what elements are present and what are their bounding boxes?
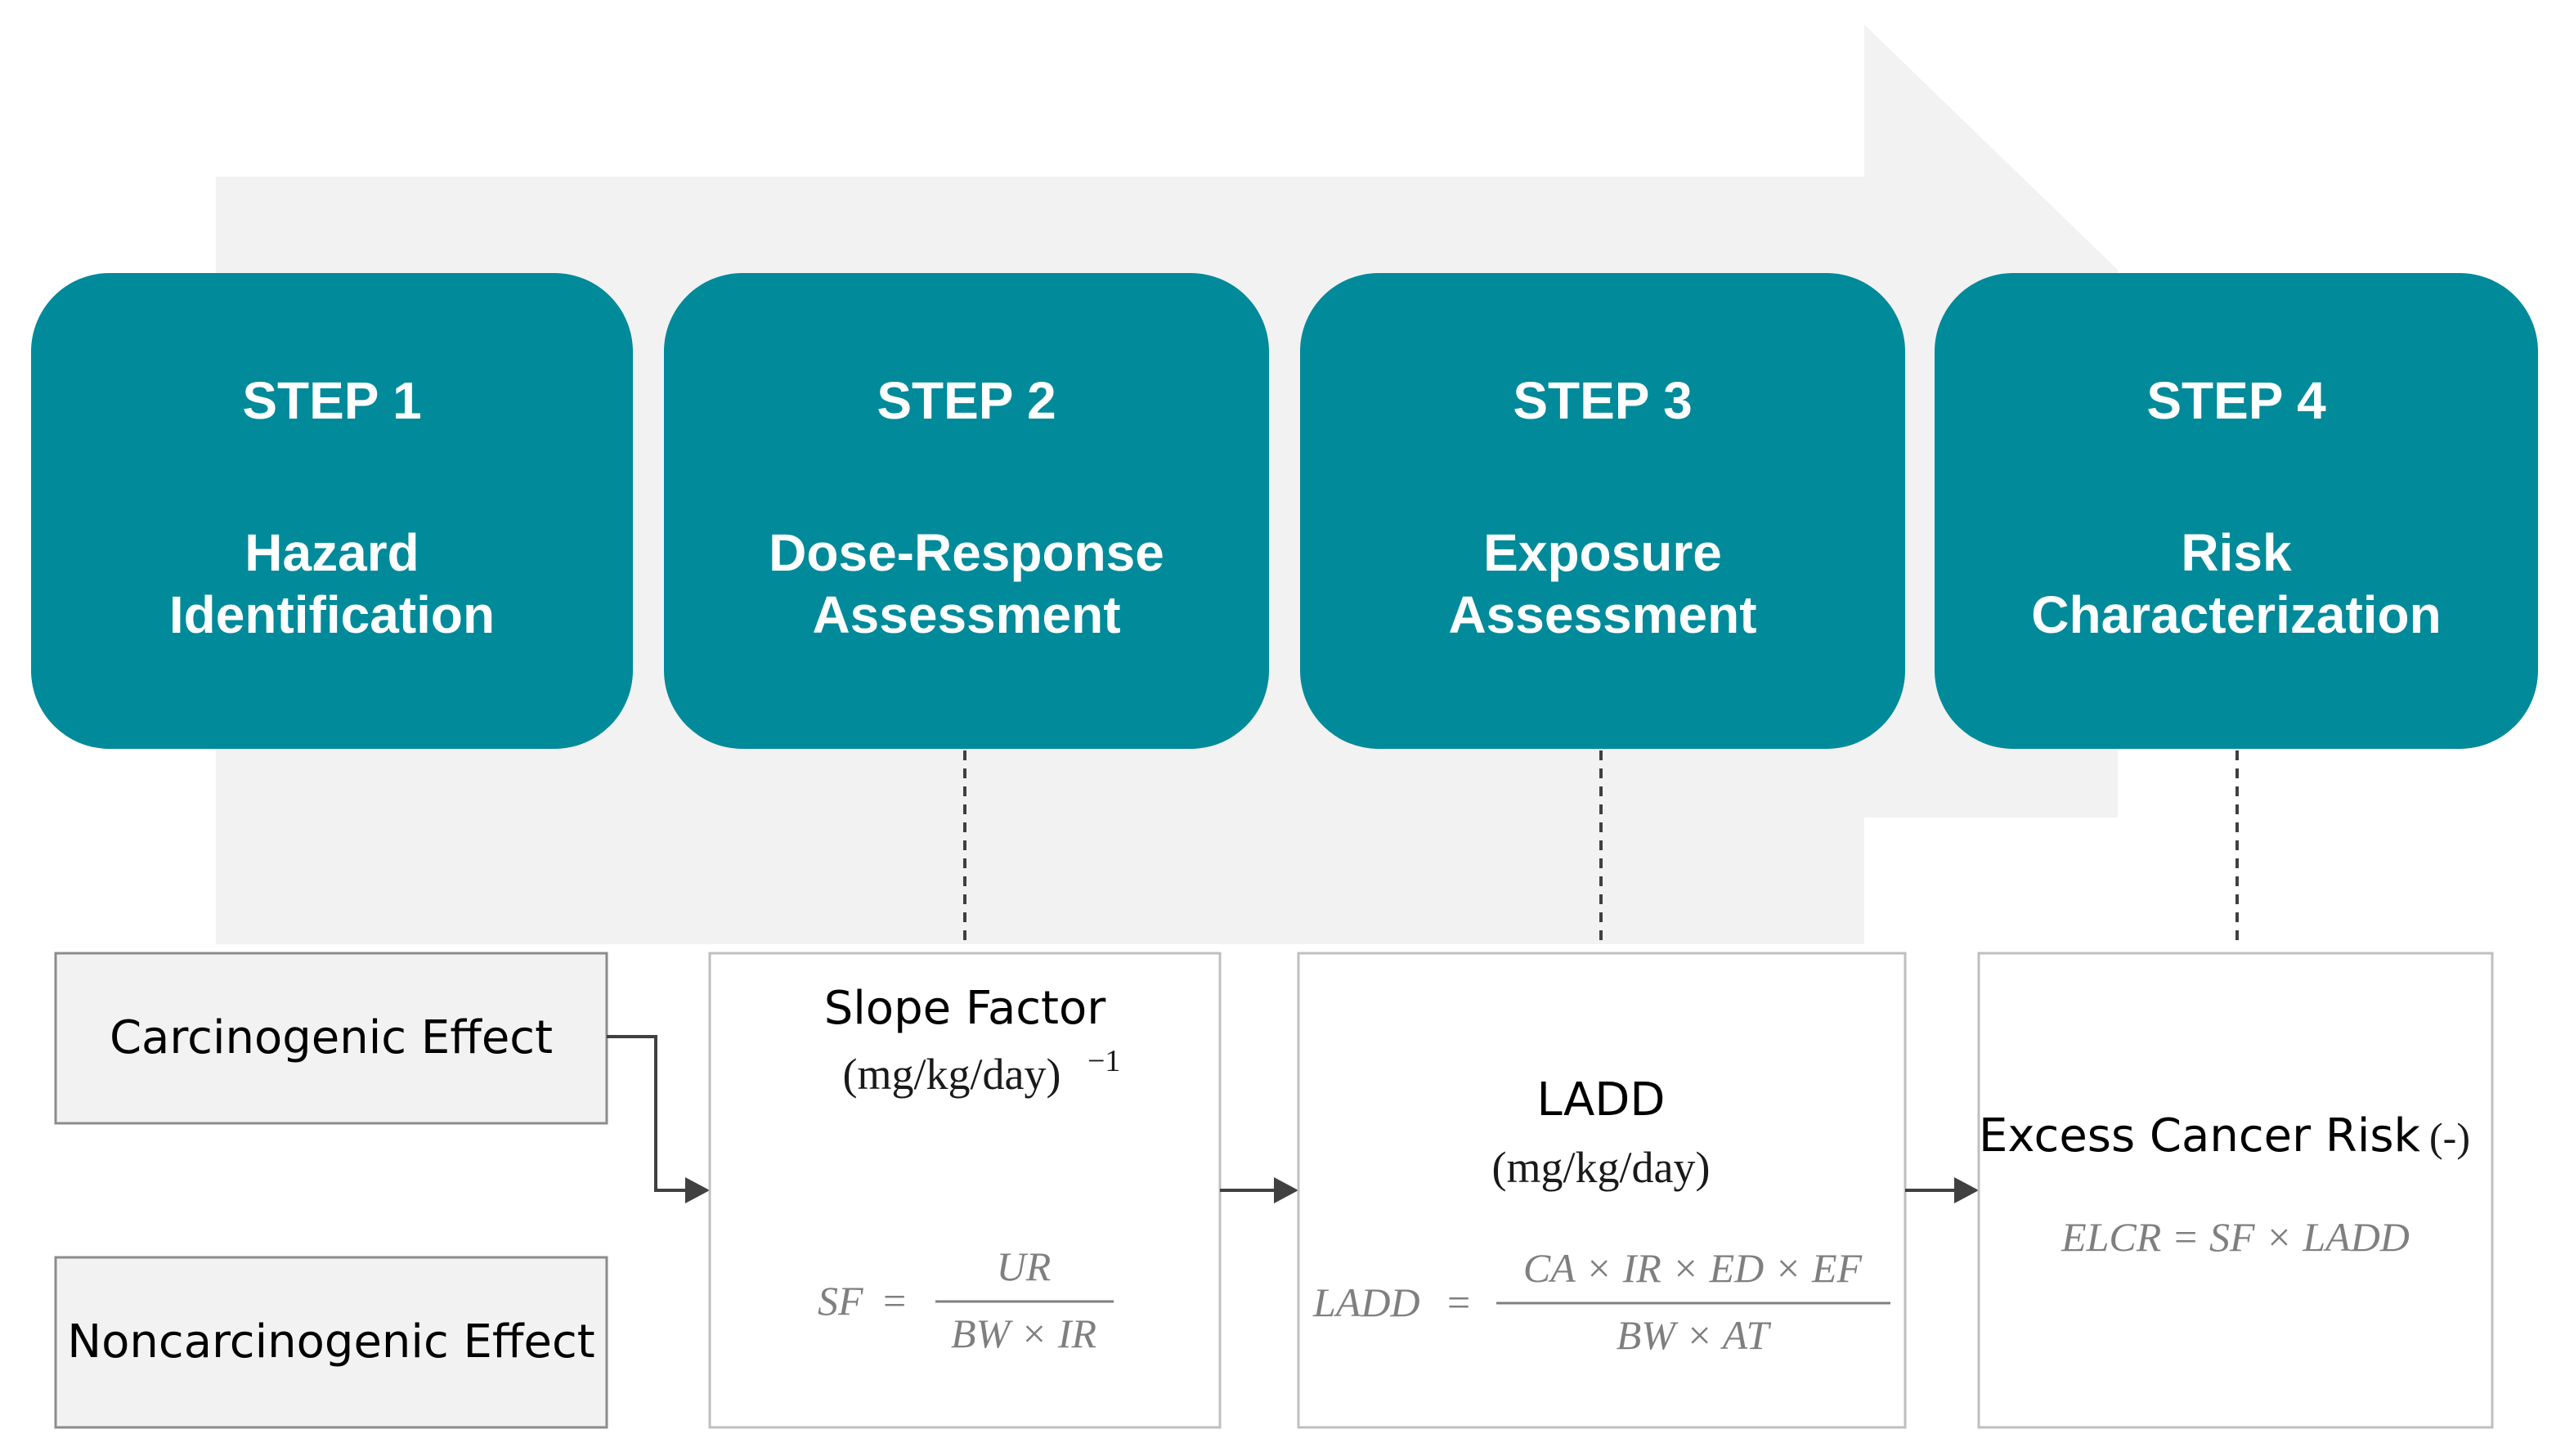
carcinogenic-effect-box: Carcinogenic Effect xyxy=(54,952,608,1125)
step-2-name-line1: Dose-Response xyxy=(769,523,1164,582)
slope-factor-formula-denominator: BW × IR xyxy=(951,1310,1096,1356)
slope-factor-formula-numerator: UR xyxy=(997,1243,1052,1289)
ladd-formula-equals: = xyxy=(1447,1279,1470,1325)
elcr-formula: ELCR = SF × LADD xyxy=(2061,1214,2410,1260)
step-1-name-line1: Hazard xyxy=(244,523,419,582)
noncarcinogenic-effect-label: Noncarcinogenic Effect xyxy=(67,1315,594,1369)
ladd-title: LADD xyxy=(1536,1073,1665,1127)
slope-factor-box: Slope Factor (mg/kg/day) −1 SF = UR BW ×… xyxy=(708,952,1222,1429)
ladd-unit: (mg/kg/day) xyxy=(1492,1143,1711,1192)
step-2-box: STEP 2 Dose-Response Assessment xyxy=(664,273,1269,749)
step-4-name-line1: Risk xyxy=(2181,523,2292,582)
step-4-name-line2: Characterization xyxy=(2031,585,2441,644)
carcinogenic-to-slope-factor-connector xyxy=(607,1035,688,1192)
carcinogenic-effect-label: Carcinogenic Effect xyxy=(110,1011,553,1064)
ladd-box: LADD (mg/kg/day) LADD = CA × IR × ED × E… xyxy=(1297,952,1907,1429)
slope-factor-formula-equals: = xyxy=(883,1278,906,1324)
carcinogenic-connector-arrowhead xyxy=(685,1177,710,1203)
ladd-formula-lhs: LADD xyxy=(1312,1279,1420,1325)
step-3-box: STEP 3 Exposure Assessment xyxy=(1300,273,1905,749)
step-1-box: STEP 1 Hazard Identification xyxy=(31,273,633,749)
excess-cancer-risk-unit: (-) xyxy=(2429,1114,2470,1160)
step-1-name-line2: Identification xyxy=(169,585,495,644)
slope-factor-formula-lhs: SF xyxy=(818,1278,863,1324)
slope-factor-unit: (mg/kg/day) xyxy=(843,1050,1061,1099)
excess-cancer-risk-title: Excess Cancer Risk xyxy=(1979,1109,2421,1163)
step-1-title: STEP 1 xyxy=(242,371,421,430)
step-3-name-line2: Assessment xyxy=(1448,585,1756,644)
slope-to-ladd-arrowhead xyxy=(1274,1177,1298,1203)
slope-factor-unit-exponent: −1 xyxy=(1087,1044,1120,1078)
excess-cancer-risk-box: Excess Cancer Risk (-) ELCR = SF × LADD xyxy=(1977,952,2494,1429)
step-2-name-line2: Assessment xyxy=(812,585,1120,644)
slope-factor-title: Slope Factor xyxy=(824,982,1107,1035)
step-3-name-line1: Exposure xyxy=(1483,523,1722,582)
ladd-formula-denominator: BW × AT xyxy=(1617,1312,1772,1358)
step-2-title: STEP 2 xyxy=(877,371,1056,430)
ladd-to-risk-arrowhead xyxy=(1954,1177,1979,1203)
step-4-box: STEP 4 Risk Characterization xyxy=(1935,273,2538,749)
ladd-formula-numerator: CA × IR × ED × EF xyxy=(1523,1245,1863,1291)
step-3-title: STEP 3 xyxy=(1513,371,1692,430)
noncarcinogenic-effect-box: Noncarcinogenic Effect xyxy=(54,1256,608,1429)
step-4-title: STEP 4 xyxy=(2146,371,2326,430)
